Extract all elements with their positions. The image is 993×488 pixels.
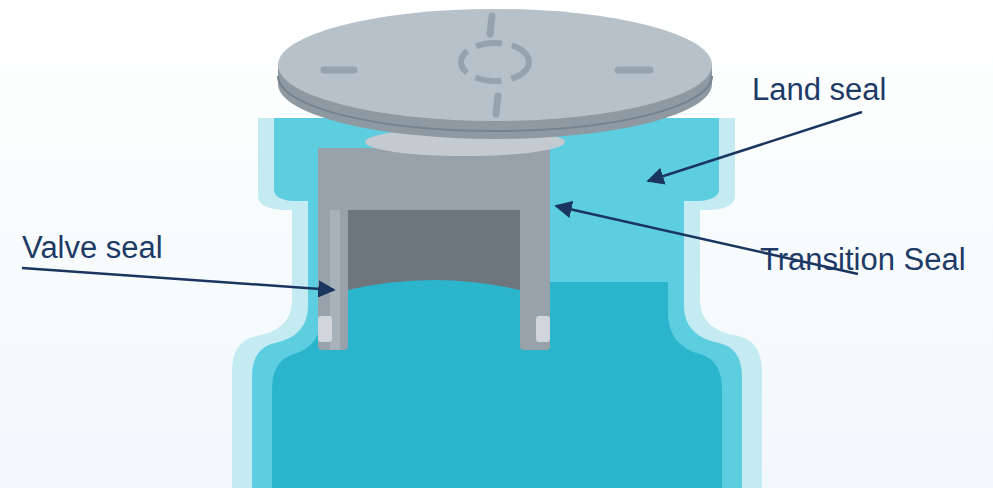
plug-leg <box>318 210 348 350</box>
plug-cavity <box>348 210 520 290</box>
plug-leg <box>520 210 550 350</box>
glass-outer <box>232 118 762 488</box>
cap-mark <box>618 67 650 74</box>
cap-mark <box>461 43 529 81</box>
part-label: Land seal <box>752 72 886 108</box>
liquid-surface <box>348 280 520 300</box>
part-label: Transition Seal <box>760 242 966 278</box>
cap-mark <box>496 96 498 114</box>
cap-mark <box>324 67 354 74</box>
leader-line <box>22 268 334 290</box>
plug-body <box>318 148 550 214</box>
cap-top <box>278 9 712 121</box>
leader-line <box>648 112 862 181</box>
part-label: Valve seal <box>22 230 163 266</box>
cap-mark <box>490 16 492 34</box>
plug-notch <box>536 316 550 342</box>
plug-notch <box>318 316 332 342</box>
